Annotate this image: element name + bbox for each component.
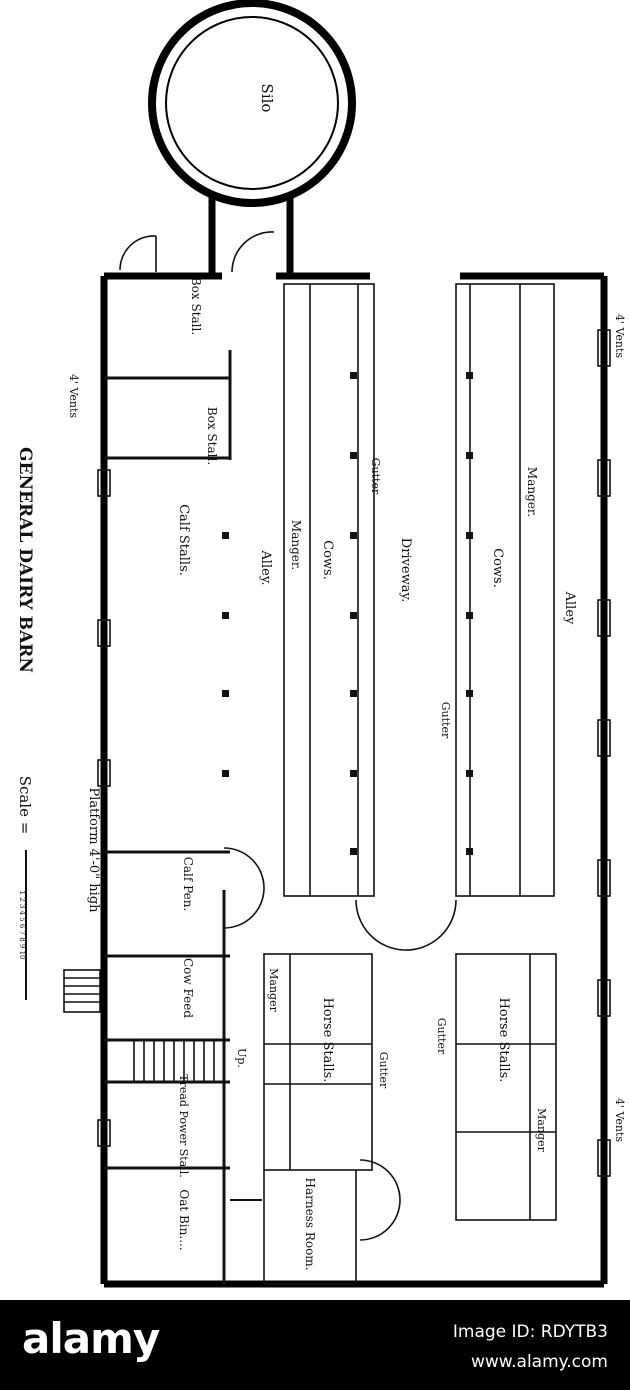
alley-left-label: Alley. bbox=[258, 549, 273, 585]
barn-floor-plan: Silo Box Stall. Box Stall. Calf Stalls. … bbox=[15, 0, 626, 1288]
calf-stalls-label: Calf Stalls. bbox=[176, 504, 191, 576]
driveway-label: Driveway. bbox=[398, 538, 413, 602]
manger-right-label: Manger. bbox=[525, 467, 539, 517]
gutter-horse-left-label: Gutter bbox=[377, 1052, 390, 1089]
window-marks bbox=[97, 329, 611, 1177]
up-label: Up. bbox=[235, 1048, 248, 1068]
horse-stalls-right bbox=[455, 953, 557, 1221]
cows-left-label: Cows. bbox=[320, 540, 335, 580]
manger-horse-right-label: Manger bbox=[535, 1108, 548, 1152]
vents-bottom-right-label: 4' Vents bbox=[613, 1098, 626, 1142]
box-stall-2-label: Box Stall. bbox=[205, 407, 219, 465]
gutter-right-label: Gutter bbox=[439, 702, 452, 739]
silo-label: Silo bbox=[258, 84, 276, 113]
calf-pen-label: Calf Pen. bbox=[181, 857, 195, 912]
oat-bin-label: Oat Bin.... bbox=[177, 1189, 191, 1250]
harness-room-label: Harness Room. bbox=[303, 1178, 317, 1271]
horse-stalls-left bbox=[263, 953, 373, 1285]
cow-row-right bbox=[455, 283, 555, 897]
alley-right-label: Alley bbox=[562, 591, 577, 625]
gutter-horse-right-label: Gutter bbox=[435, 1018, 448, 1055]
image-id: Image ID: RDYTB3 bbox=[452, 1322, 608, 1342]
box-stall-1-label: Box Stall. bbox=[189, 277, 203, 335]
scale-label: Scale = bbox=[16, 776, 34, 835]
stairs bbox=[63, 969, 225, 1083]
site-url: www.alamy.com bbox=[470, 1352, 608, 1372]
manger-horse-left-label: Manger bbox=[267, 968, 280, 1012]
cow-feed-label: Cow Feed bbox=[181, 958, 195, 1018]
gutter-left-label: Gutter bbox=[369, 458, 382, 495]
door-swings bbox=[119, 231, 457, 1241]
cows-right-label: Cows. bbox=[490, 548, 505, 588]
vents-top-left-label: 4' Vents bbox=[67, 374, 80, 418]
platform-label: Platform 4'-0" high bbox=[86, 787, 101, 913]
cow-row-left bbox=[283, 283, 375, 897]
manger-left-label: Manger. bbox=[289, 520, 303, 570]
posts bbox=[222, 372, 473, 855]
horse-stalls-right-label: Horse Stalls. bbox=[496, 998, 511, 1083]
alamy-logo: alamy bbox=[22, 1314, 160, 1363]
tread-power-stall-label: Tread Power Stall. bbox=[177, 1074, 190, 1178]
scale-ticks: 1 2 3 4 5 6 7 8 9 10 bbox=[18, 890, 26, 959]
silo bbox=[148, 0, 356, 278]
horse-stalls-left-label: Horse Stalls. bbox=[320, 998, 335, 1083]
plan-title: GENERAL DAIRY BARN bbox=[15, 447, 35, 673]
vents-top-right-label: 4' Vents bbox=[613, 314, 626, 358]
watermark-footer: alamy Image ID: RDYTB3 www.alamy.com bbox=[0, 1300, 630, 1390]
